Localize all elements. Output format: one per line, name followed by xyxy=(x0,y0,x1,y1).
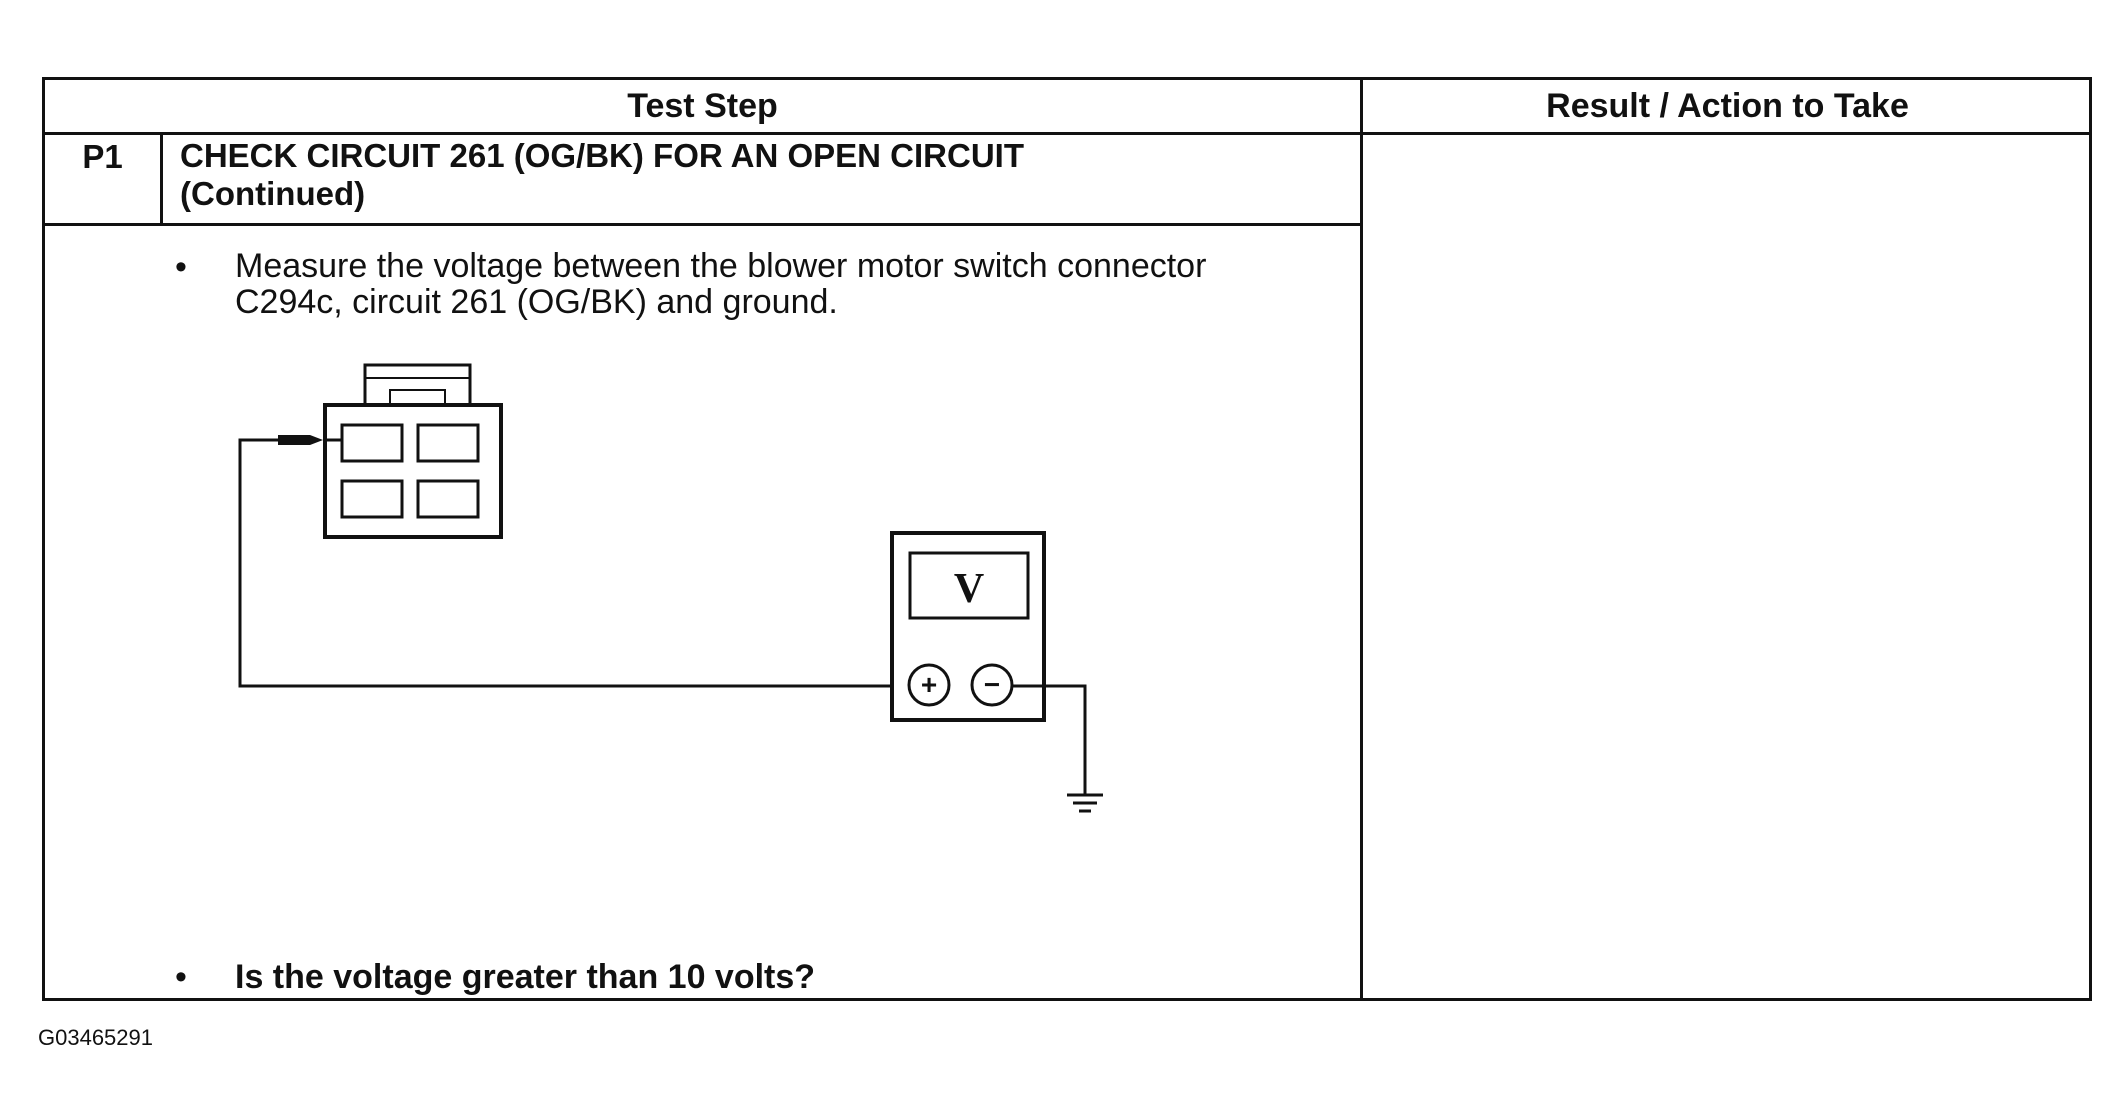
header-divider xyxy=(45,132,2089,135)
column-divider xyxy=(1360,80,1363,998)
step-title: CHECK CIRCUIT 261 (OG/BK) FOR AN OPEN CI… xyxy=(180,137,1330,213)
positive-terminal-icon xyxy=(907,663,951,707)
connector-c294c xyxy=(323,363,503,539)
voltmeter-diagram: V + − xyxy=(238,363,1103,813)
test-probe xyxy=(278,435,342,445)
step-id: P1 xyxy=(82,138,123,175)
question-text: Is the voltage greater than 10 volts? xyxy=(235,958,816,996)
connector-pin xyxy=(340,479,404,519)
voltmeter: V + − xyxy=(890,531,1046,722)
instruction-line1: Measure the voltage between the blower m… xyxy=(235,247,1207,285)
positive-lead xyxy=(238,438,892,688)
bullet-instruction: • xyxy=(175,248,187,286)
minus-symbol: − xyxy=(984,669,1000,700)
plus-symbol: + xyxy=(921,669,937,700)
header-test-step: Test Step xyxy=(627,86,778,125)
figure-id: G03465291 xyxy=(38,1025,153,1050)
negative-lead xyxy=(1012,684,1087,795)
instruction-text: Measure the voltage between the blower m… xyxy=(235,248,1335,320)
ground-icon xyxy=(1067,793,1103,813)
voltmeter-display xyxy=(908,551,1030,620)
instruction-line2: C294c, circuit 261 (OG/BK) and ground. xyxy=(235,283,838,321)
connector-pin xyxy=(416,423,480,463)
step-title-line1: CHECK CIRCUIT 261 (OG/BK) FOR AN OPEN CI… xyxy=(180,137,1024,174)
step-id-divider xyxy=(160,132,163,223)
connector-pin xyxy=(416,479,480,519)
step-title-line2: (Continued) xyxy=(180,175,366,212)
bullet-question: • xyxy=(175,958,187,996)
test-step-table: Test Step Result / Action to Take P1 CHE… xyxy=(42,77,2092,1001)
header-result-action: Result / Action to Take xyxy=(1546,86,1909,125)
voltmeter-label: V xyxy=(954,566,984,612)
connector-pin xyxy=(340,423,404,463)
step-row-divider xyxy=(45,223,1360,226)
